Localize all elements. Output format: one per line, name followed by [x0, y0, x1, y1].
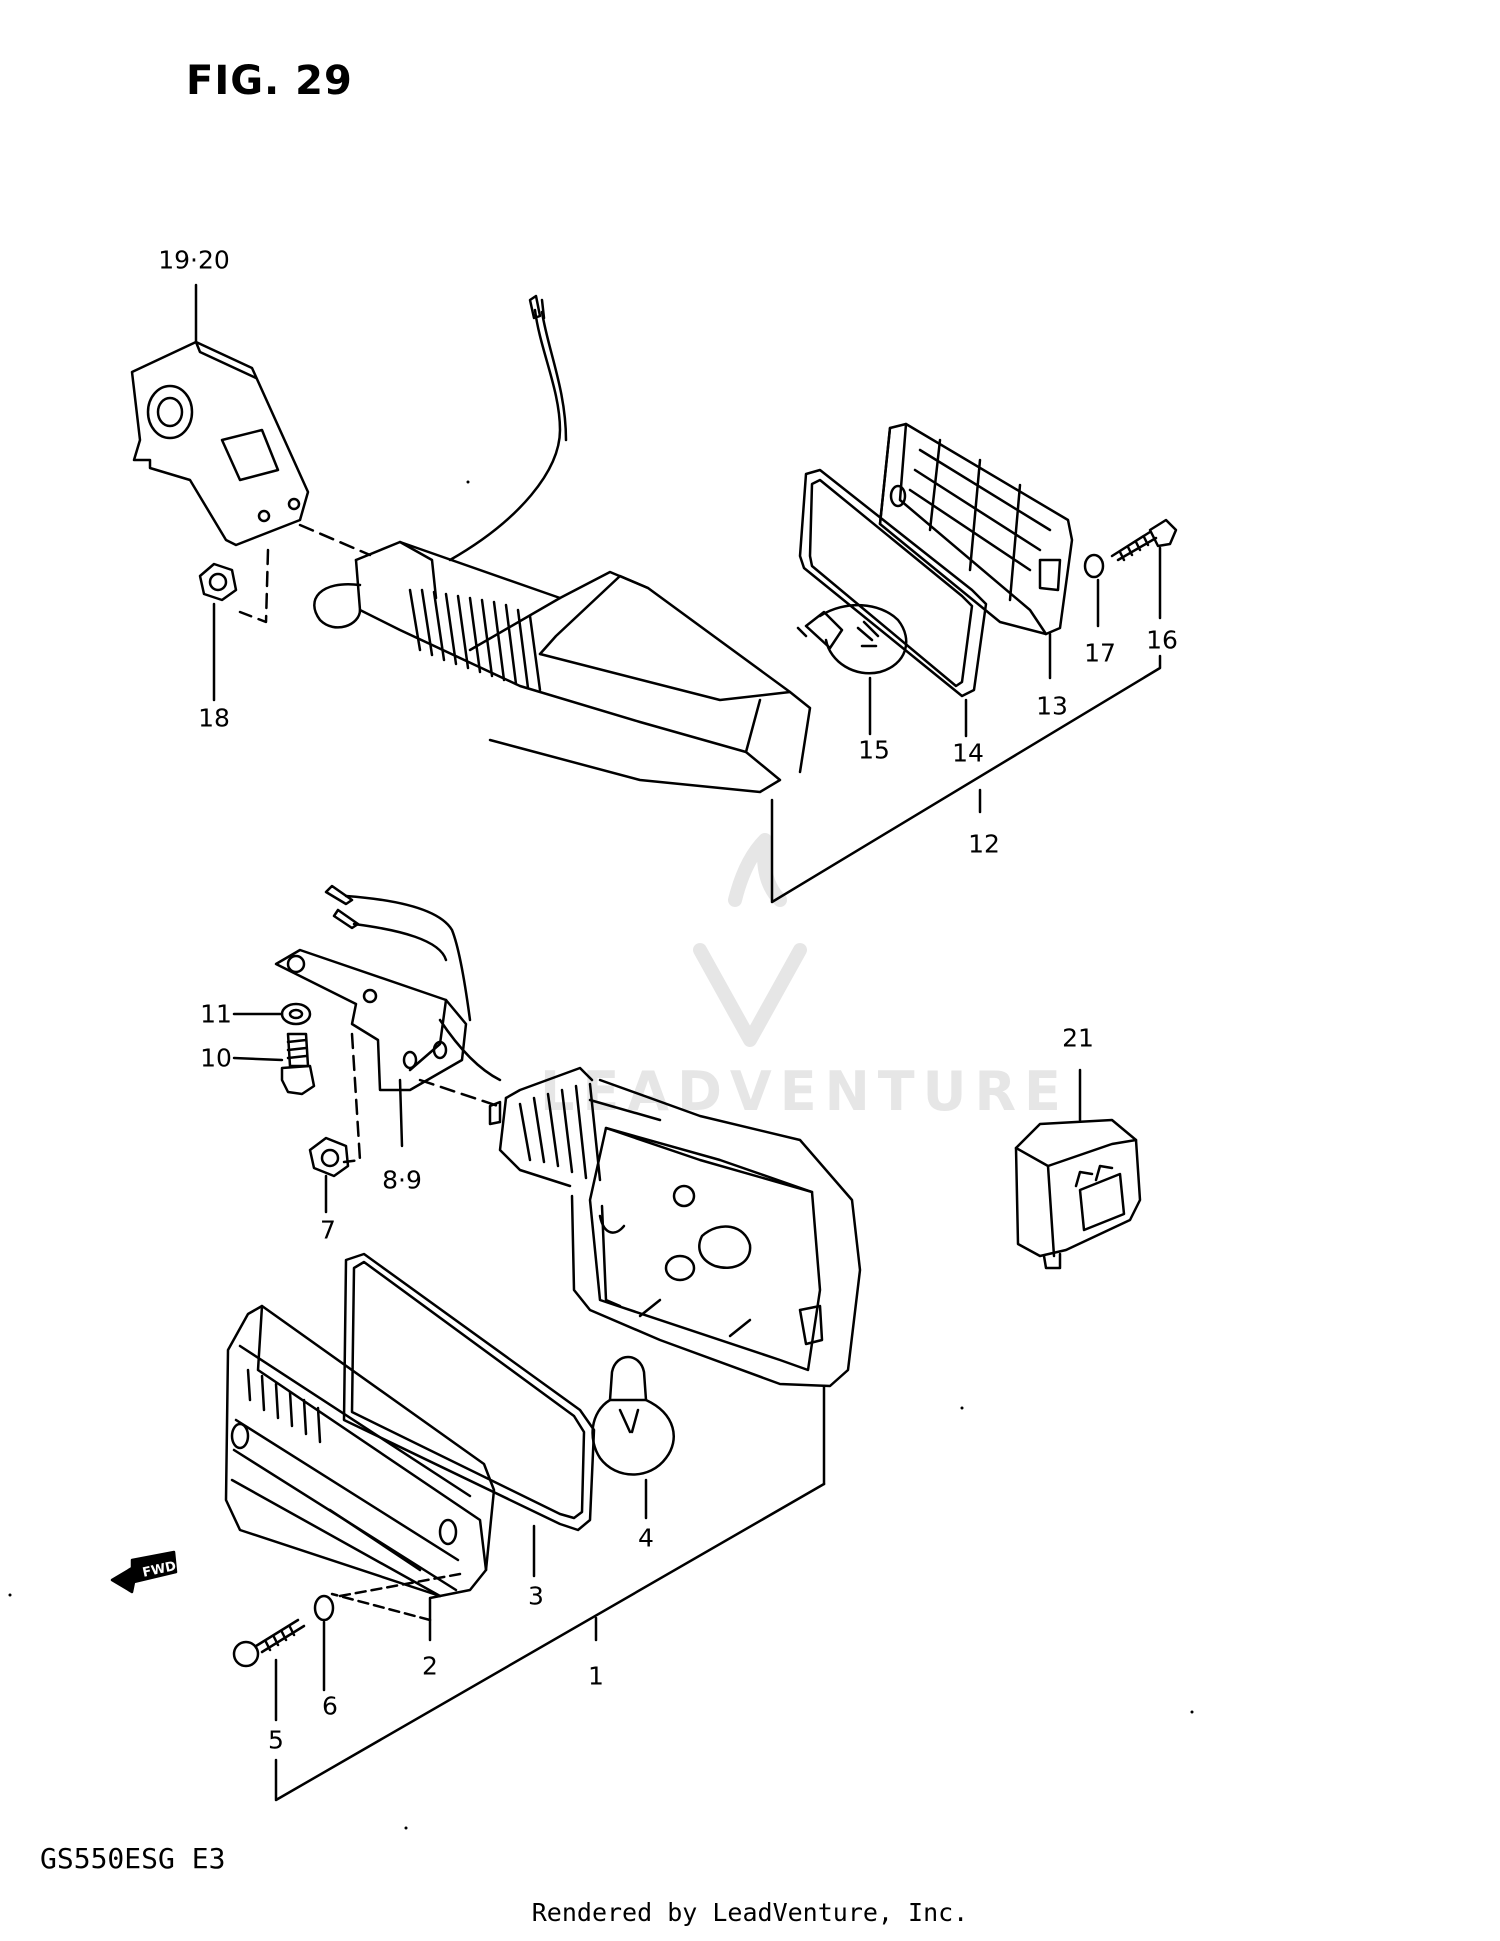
callout-13: 13 — [1036, 691, 1068, 721]
footer-credit: Rendered by LeadVenture, Inc. — [531, 1898, 969, 1927]
callout-3: 3 — [528, 1581, 544, 1611]
model-code: GS550ESG E3 — [40, 1842, 226, 1875]
gasket-14 — [798, 468, 988, 698]
callout-8-9: 8·9 — [382, 1165, 422, 1195]
callout-7: 7 — [320, 1215, 336, 1245]
callout-4: 4 — [638, 1523, 654, 1553]
upper-housing — [313, 294, 812, 794]
callout-16: 16 — [1146, 625, 1178, 655]
bulb-4 — [591, 1355, 675, 1476]
callout-14: 14 — [952, 738, 984, 768]
callout-17: 17 — [1084, 638, 1116, 668]
washer-6 — [313, 1594, 335, 1622]
callout-6: 6 — [322, 1691, 338, 1721]
screw-16 — [1110, 518, 1178, 562]
bolt-10 — [280, 1032, 316, 1096]
relay-21 — [1014, 1118, 1142, 1270]
washer-17 — [1083, 553, 1105, 579]
callout-19-20: 19·20 — [158, 245, 230, 275]
bracket-8-9 — [274, 948, 468, 1092]
gasket-3 — [342, 1252, 596, 1532]
bracket-19-20 — [130, 340, 310, 547]
lower-housing — [488, 1066, 862, 1388]
callout-12: 12 — [968, 829, 1000, 859]
callout-1: 1 — [588, 1661, 604, 1691]
bulb-15 — [796, 604, 908, 675]
fwd-label: FWD — [141, 1559, 178, 1581]
washer-11 — [280, 1002, 312, 1026]
fwd-arrow — [110, 1550, 178, 1594]
nut-7 — [308, 1136, 350, 1178]
screw-5 — [232, 1618, 306, 1668]
callout-5: 5 — [268, 1725, 284, 1755]
callout-10: 10 — [200, 1043, 232, 1073]
callout-21: 21 — [1062, 1023, 1094, 1053]
figure-title: FIG. 29 — [186, 58, 353, 104]
lower-wires — [324, 884, 502, 1082]
watermark-logo — [693, 833, 807, 1047]
lens-2 — [224, 1304, 496, 1598]
watermark-text: LEADVENTURE — [540, 1060, 1069, 1123]
callout-15: 15 — [858, 735, 890, 765]
callout-18: 18 — [198, 703, 230, 733]
lens-13 — [878, 422, 1074, 636]
callout-2: 2 — [422, 1651, 438, 1681]
nut-18 — [198, 562, 238, 602]
callout-11: 11 — [200, 999, 232, 1029]
